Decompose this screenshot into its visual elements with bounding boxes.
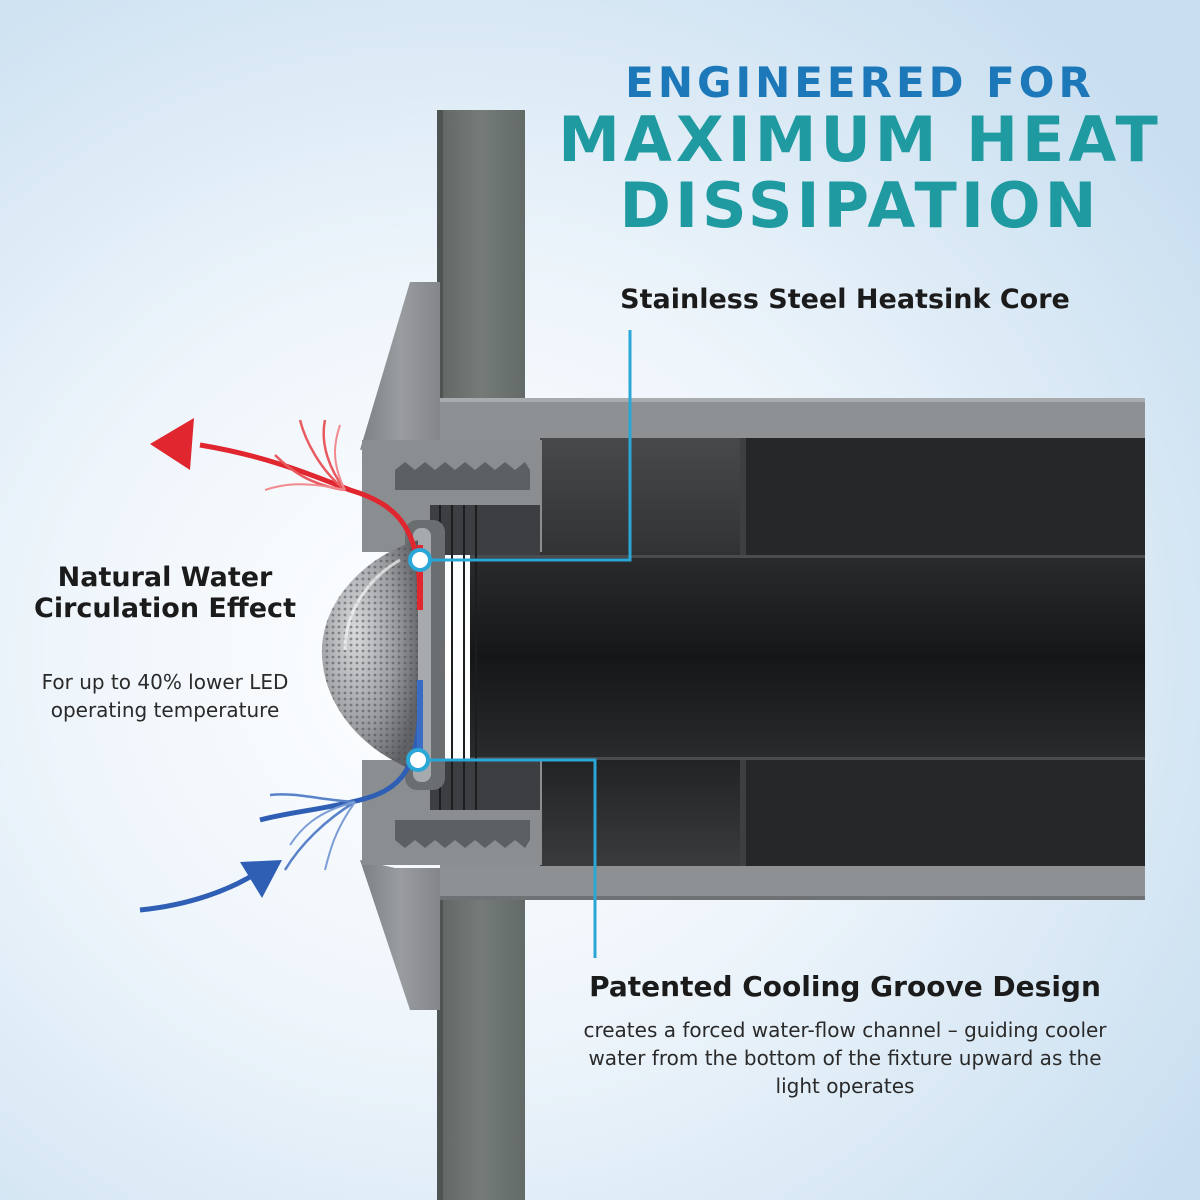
leader-lines: [420, 330, 632, 958]
blue-arrowhead: [240, 860, 282, 898]
wall-panel: [437, 110, 525, 1200]
circulation-label: Natural Water Circulation Effect: [34, 562, 296, 624]
headline-line-1: ENGINEERED FOR: [625, 58, 1095, 107]
core-callout-marker: [408, 548, 432, 572]
heatsink-core-label: Stainless Steel Heatsink Core: [620, 284, 1070, 315]
circulation-description: For up to 40% lower LED operating temper…: [41, 670, 289, 722]
headline-line-2: MAXIMUM HEAT: [558, 103, 1162, 176]
red-arrowhead: [150, 418, 194, 470]
domed-lens: [321, 540, 418, 772]
threaded-fitting: [360, 282, 542, 1010]
outer-sleeve: [440, 398, 1145, 900]
headline-line-3: DISSIPATION: [619, 169, 1101, 242]
cooling-groove-label: Patented Cooling Groove Design: [589, 970, 1101, 1003]
groove-callout-marker: [406, 748, 430, 772]
heatsink-core: [470, 555, 1145, 760]
cooling-groove-description: creates a forced water-flow channel – gu…: [583, 1018, 1107, 1098]
